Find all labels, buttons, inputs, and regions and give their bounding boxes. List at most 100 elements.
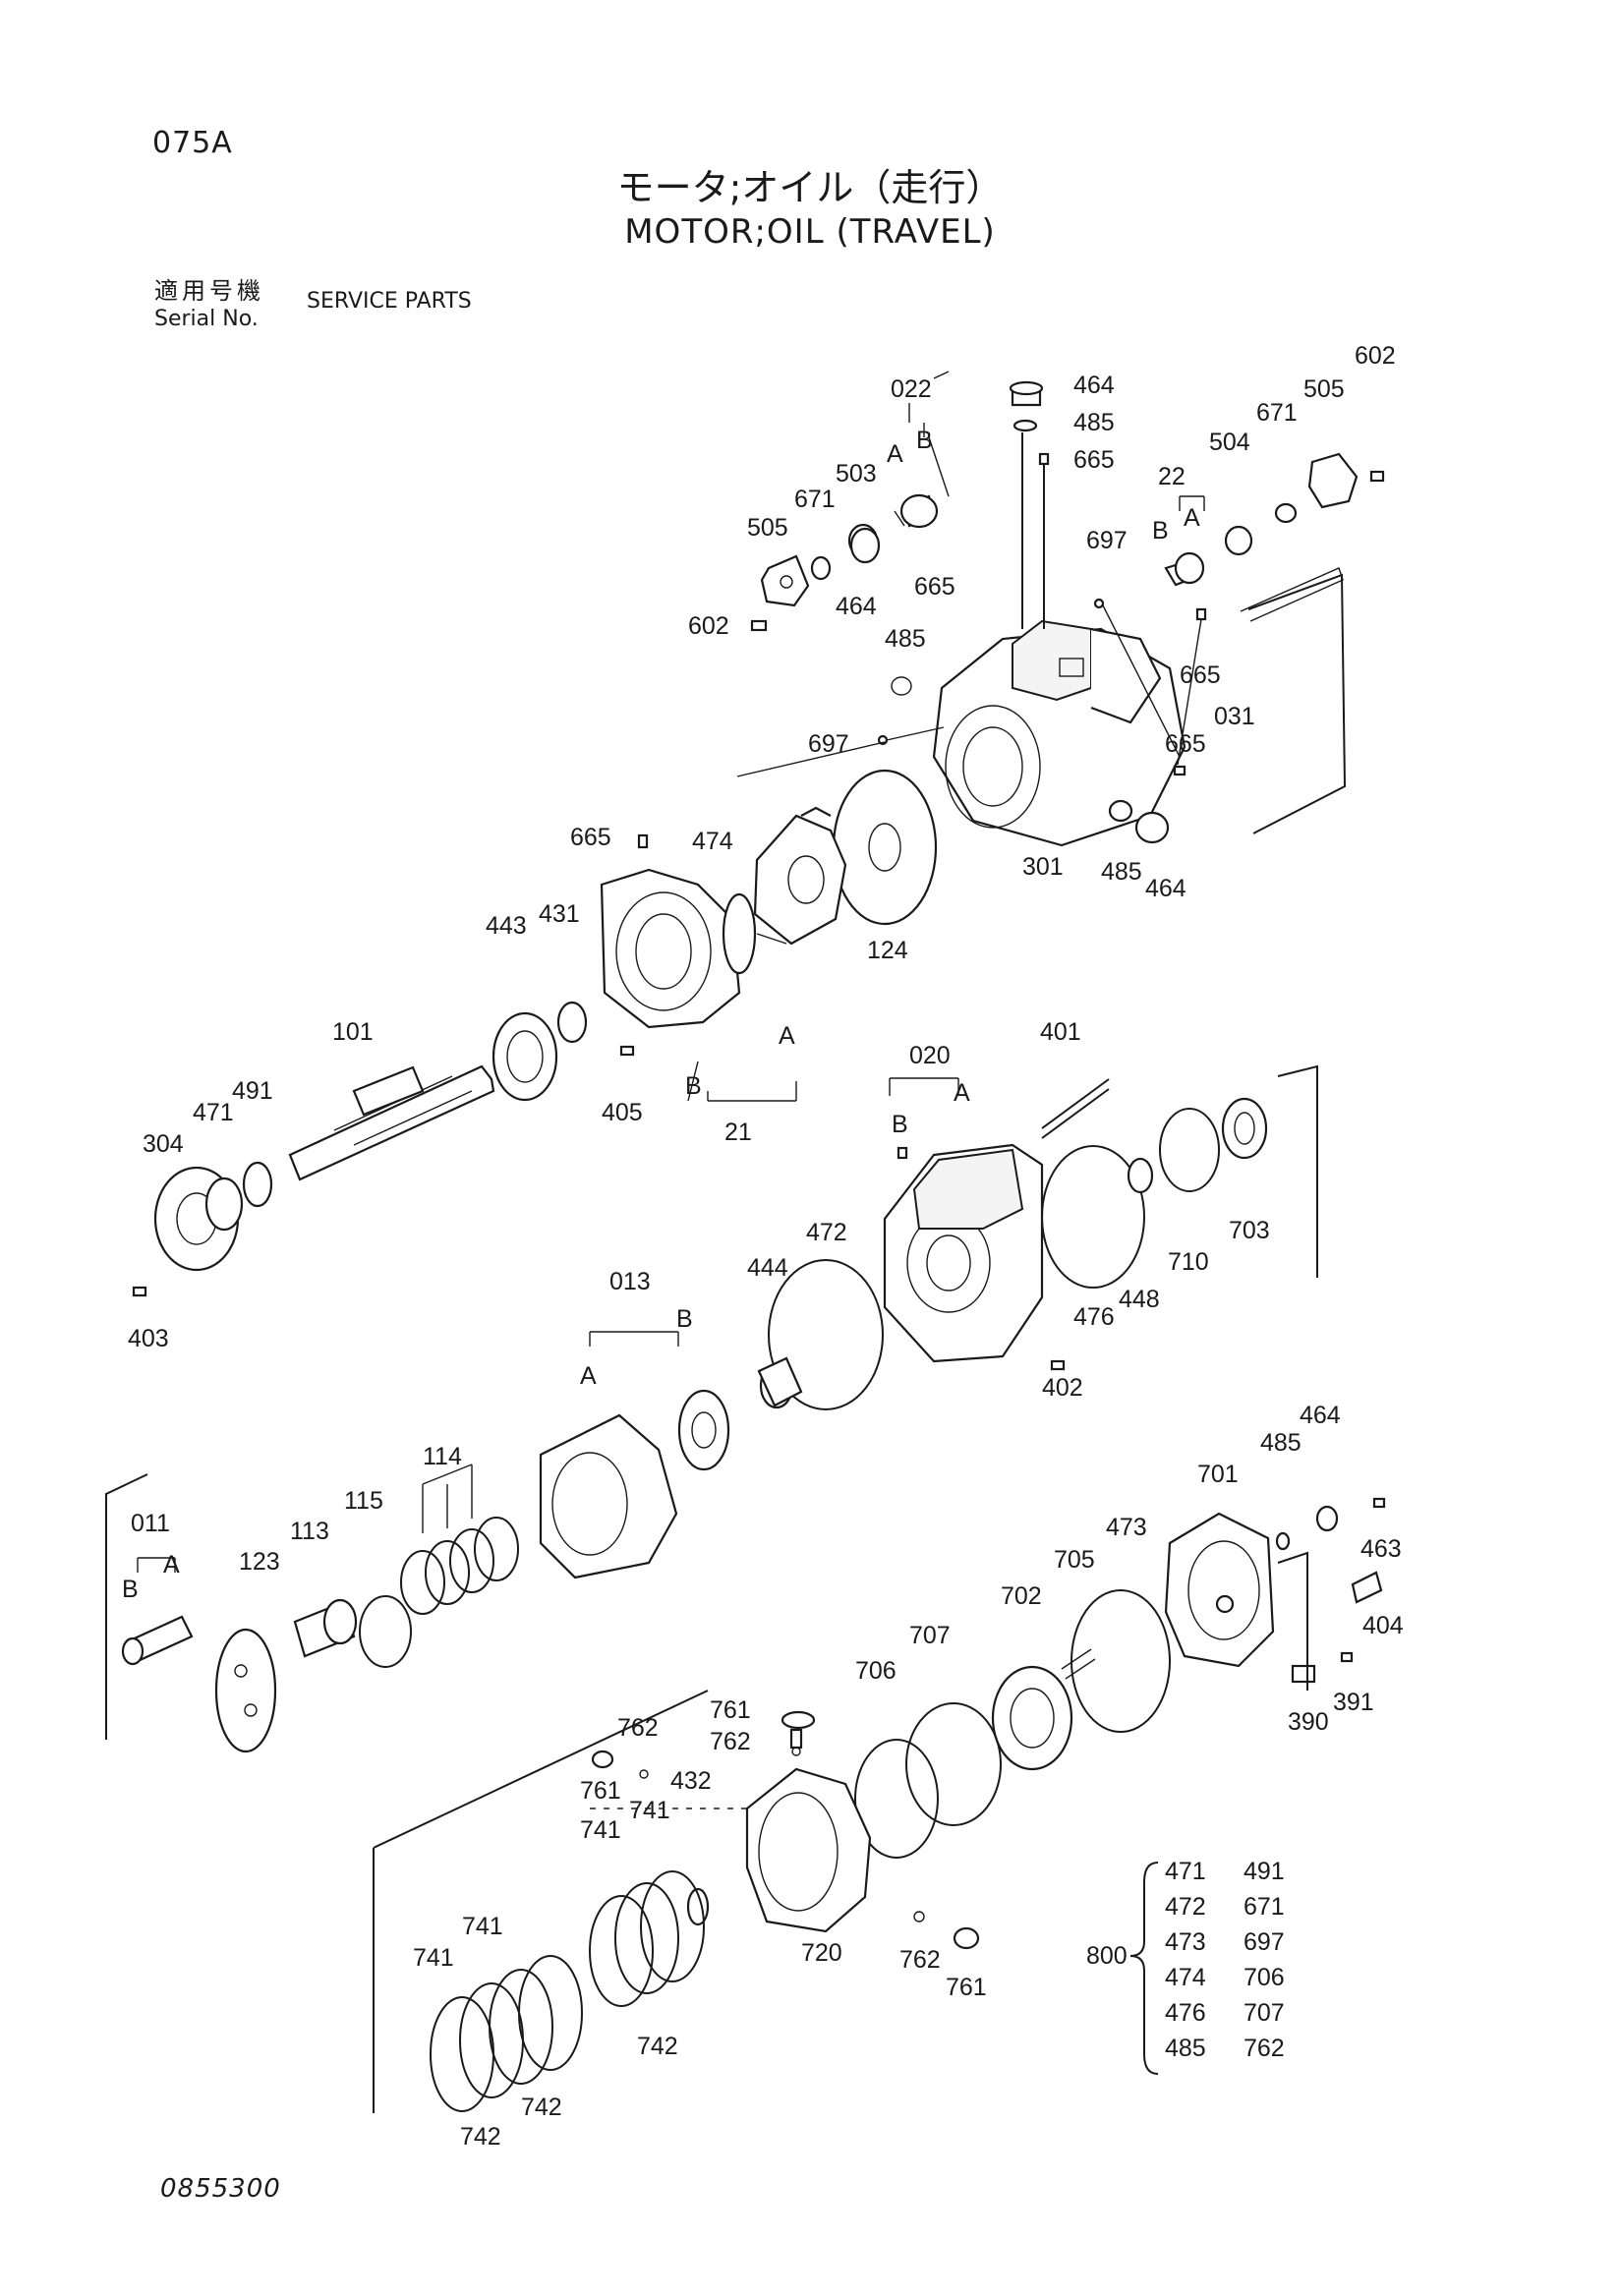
callout-705: 705 [1054, 1546, 1095, 1574]
kit-part-number: 697 [1244, 1928, 1285, 1956]
callout-504: 504 [1209, 429, 1250, 456]
callout-A: A [887, 440, 903, 468]
friction-plates-741-742-part [430, 1870, 705, 2112]
callout-114: 114 [423, 1443, 462, 1470]
callout-762: 762 [899, 1946, 941, 1974]
callout-485: 485 [885, 625, 926, 653]
document-number: 0855300 [160, 2174, 281, 2204]
callout-448: 448 [1119, 1286, 1160, 1313]
valve-block-020-part [883, 1078, 1110, 1371]
valve-plate-702-part [991, 1589, 1171, 1771]
callout-701: 701 [1197, 1461, 1239, 1488]
kit-label: 800 [1086, 1942, 1128, 1970]
callout-011: 011 [131, 1510, 170, 1537]
callout-123: 123 [239, 1548, 280, 1576]
callout-A: A [779, 1022, 795, 1050]
leader-lines [137, 371, 1205, 1573]
page-code: 075A [152, 126, 233, 160]
callout-390: 390 [1288, 1708, 1329, 1736]
swash-plate-021-part [753, 806, 847, 946]
callout-labels: 464 485 665 022 A B 503 671 505 602 464 … [122, 342, 1404, 2151]
callout-665: 665 [1165, 730, 1206, 758]
callout-671: 671 [1256, 399, 1298, 427]
callout-697: 697 [1086, 527, 1128, 554]
check-valve-022-right [1164, 452, 1385, 587]
callout-B: B [685, 1072, 702, 1100]
callout-707: 707 [909, 1622, 951, 1649]
callout-401: 401 [1040, 1018, 1081, 1046]
kit-part-number: 474 [1165, 1964, 1206, 1991]
kit-part-number: 762 [1244, 2035, 1285, 2062]
kit-part-number: 471 [1165, 1858, 1206, 1885]
callout-B: B [916, 427, 933, 454]
callout-A: A [1184, 504, 1200, 532]
serial-label-japanese: 適用号機 [154, 277, 264, 305]
assembly-guide-lines [105, 567, 1347, 2113]
shaft-101-part [288, 1064, 495, 1181]
callout-505: 505 [1303, 375, 1345, 403]
callout-474: 474 [692, 828, 733, 855]
ball-joint-011-part [121, 1615, 194, 1666]
callout-402: 402 [1042, 1374, 1083, 1402]
callout-741: 741 [413, 1944, 454, 1972]
callout-742: 742 [637, 2033, 678, 2060]
callout-463: 463 [1360, 1535, 1402, 1563]
callout-101: 101 [332, 1018, 374, 1046]
kit-part-number: 473 [1165, 1928, 1206, 1956]
springs-114-115-part [359, 1517, 519, 1668]
callout-665: 665 [1180, 661, 1221, 689]
callout-485: 485 [1073, 409, 1115, 436]
o-rings-706-707-part [854, 1702, 1002, 1859]
kit-part-number: 491 [1244, 1858, 1285, 1885]
callout-710: 710 [1168, 1248, 1209, 1276]
callout-301: 301 [1022, 853, 1064, 881]
callout-031: 031 [1214, 703, 1255, 730]
callout-A: A [163, 1551, 180, 1578]
callout-473: 473 [1106, 1514, 1147, 1541]
callout-602: 602 [688, 612, 729, 640]
callout-762: 762 [710, 1728, 751, 1755]
page-title-english: MOTOR;OIL (TRAVEL) [624, 212, 996, 252]
callout-403: 403 [128, 1325, 169, 1352]
callout-432: 432 [670, 1767, 712, 1795]
brake-housing-720-part [591, 1710, 980, 1950]
callout-304: 304 [143, 1130, 184, 1158]
kit-part-number: 671 [1244, 1893, 1285, 1921]
serial-label-english: Serial No. [154, 307, 259, 331]
callout-022: 022 [891, 375, 932, 403]
callout-665: 665 [1073, 446, 1115, 474]
callout-21: 21 [724, 1119, 752, 1146]
callout-741: 741 [462, 1913, 503, 1940]
callout-485: 485 [1101, 858, 1142, 886]
callout-113: 113 [290, 1518, 329, 1545]
callout-761: 761 [946, 1974, 987, 2001]
kit-part-number: 485 [1165, 2035, 1206, 2062]
callout-671: 671 [794, 486, 836, 513]
callout-703: 703 [1229, 1217, 1270, 1244]
callout-472: 472 [806, 1219, 847, 1246]
cylinder-block-013-part [539, 1389, 730, 1579]
callout-B: B [676, 1305, 693, 1333]
kit-part-number: 706 [1244, 1964, 1285, 1991]
callout-A: A [954, 1079, 970, 1107]
seals-472-476-part [768, 1097, 1268, 1410]
callout-485: 485 [1260, 1429, 1302, 1457]
callout-B: B [122, 1576, 139, 1603]
callout-464: 464 [836, 593, 877, 620]
callout-464: 464 [1300, 1402, 1341, 1429]
callout-444: 444 [747, 1254, 788, 1282]
serial-value: SERVICE PARTS [307, 289, 472, 314]
valve-cover-031-part [1012, 619, 1162, 724]
callout-761: 761 [710, 1696, 751, 1724]
callout-697: 697 [808, 730, 849, 758]
plate-124-part [832, 769, 938, 926]
callout-762: 762 [617, 1714, 659, 1742]
callout-A: A [580, 1362, 597, 1390]
callout-431: 431 [539, 900, 580, 928]
callout-720: 720 [801, 1939, 842, 1967]
callout-22: 22 [1158, 463, 1186, 490]
callout-706: 706 [855, 1657, 897, 1685]
